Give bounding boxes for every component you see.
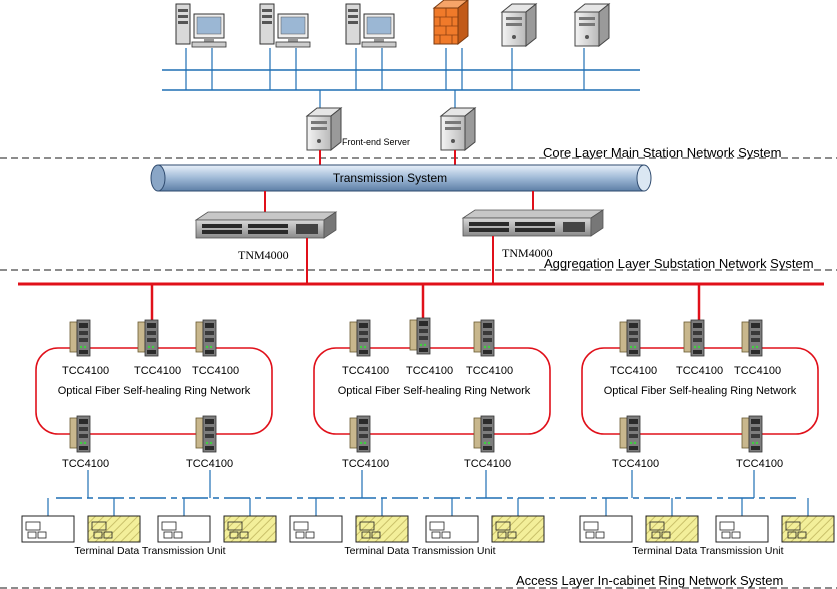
ring-2-top-node-2-icon [409, 317, 431, 355]
core-lan-drops [185, 48, 585, 110]
ring-2-top-node-3-icon [473, 319, 495, 357]
terminal-label-2: Terminal Data Transmission Unit [344, 545, 495, 557]
ring-3-top-node-3-icon [741, 319, 763, 357]
ring-2-bottom-node-1-icon [349, 415, 371, 453]
terminal-unit [157, 498, 211, 543]
ring-3-top-node-2-icon [683, 319, 705, 357]
terminal-unit [579, 498, 633, 543]
core-layer-label: Core Layer Main Station Network System [543, 145, 781, 160]
front-end-server-2-icon [440, 107, 476, 151]
ring-group-2: TCC4100 TCC4100 TCC4100 Optical Fiber Se… [313, 284, 551, 498]
transmission-system-pipe [150, 164, 652, 192]
terminal-unit [223, 498, 277, 543]
tnm4000-right-switch-icon [462, 209, 604, 237]
terminal-unit [87, 498, 141, 543]
access-layer-label: Access Layer In-cabinet Ring Network Sys… [516, 573, 783, 588]
transmission-system-label: Transmission System [333, 171, 447, 185]
ring-3-bottom-node-2-label: TCC4100 [736, 458, 783, 470]
aggregation-layer-label: Aggregation Layer Substation Network Sys… [544, 256, 814, 271]
ring-1-bottom-node-2-icon [195, 415, 217, 453]
ring-2-label: Optical Fiber Self-healing Ring Network [338, 385, 531, 397]
workstation-2-icon [259, 3, 311, 48]
front-end-server-label: Front-end Server [342, 137, 410, 147]
terminal-unit [715, 498, 769, 543]
terminal-unit [781, 498, 835, 543]
terminal-unit [491, 498, 545, 543]
ring-1-top-node-2-icon [137, 319, 159, 357]
firewall-icon [432, 0, 469, 46]
ring-3-bottom-node-2-icon [741, 415, 763, 453]
ring-1-top-node-3-label: TCC4100 [192, 365, 239, 377]
tnm4000-left-switch-icon [195, 211, 337, 239]
terminal-unit [425, 498, 479, 543]
ring-3-top-node-3-label: TCC4100 [734, 365, 781, 377]
ring-group-1: TCC4100 TCC4100 TCC4100 Optical Fiber Se… [35, 284, 273, 498]
ring-1-top-node-2-label: TCC4100 [134, 365, 181, 377]
ring-2-top-node-1-label: TCC4100 [342, 365, 389, 377]
ring-1-top-node-3-icon [195, 319, 217, 357]
terminal-unit [289, 498, 343, 543]
terminal-unit [21, 498, 75, 543]
ring-1-bottom-node-1-label: TCC4100 [62, 458, 109, 470]
ring-2-top-node-3-label: TCC4100 [466, 365, 513, 377]
terminal-unit [355, 498, 409, 543]
terminal-unit [645, 498, 699, 543]
ring-3-label: Optical Fiber Self-healing Ring Network [604, 385, 797, 397]
ring-group-3: TCC4100 TCC4100 TCC4100 Optical Fiber Se… [581, 284, 819, 498]
front-end-server-1-icon [306, 107, 342, 151]
ring-1-bottom-node-2-label: TCC4100 [186, 458, 233, 470]
ring-2-bottom-node-1-label: TCC4100 [342, 458, 389, 470]
core-server-2-icon [574, 3, 610, 47]
workstation-3-icon [345, 3, 397, 48]
terminal-units [21, 498, 835, 543]
ring-3-top-node-2-label: TCC4100 [676, 365, 723, 377]
ring-2-bottom-node-2-icon [473, 415, 495, 453]
ring-3-bottom-node-1-label: TCC4100 [612, 458, 659, 470]
ring-3-bottom-node-1-icon [619, 415, 641, 453]
ring-2-bottom-node-2-label: TCC4100 [464, 458, 511, 470]
ring-1-top-node-1-icon [69, 319, 91, 357]
ring-1-top-node-1-label: TCC4100 [62, 365, 109, 377]
tnm4000-right-label: TNM4000 [502, 246, 553, 260]
ring-3-top-node-1-icon [619, 319, 641, 357]
ring-3-top-node-1-label: TCC4100 [610, 365, 657, 377]
ring-1-label: Optical Fiber Self-healing Ring Network [58, 385, 251, 397]
ring-1-bottom-node-1-icon [69, 415, 91, 453]
terminal-label-3: Terminal Data Transmission Unit [632, 545, 783, 557]
core-server-1-icon [501, 3, 537, 47]
terminal-label-1: Terminal Data Transmission Unit [74, 545, 225, 557]
ring-2-loop [313, 347, 551, 435]
workstation-1-icon [175, 3, 227, 48]
ring-2-top-node-1-icon [349, 319, 371, 357]
tnm4000-left-label: TNM4000 [238, 248, 289, 262]
ring-2-top-node-2-label: TCC4100 [406, 365, 453, 377]
